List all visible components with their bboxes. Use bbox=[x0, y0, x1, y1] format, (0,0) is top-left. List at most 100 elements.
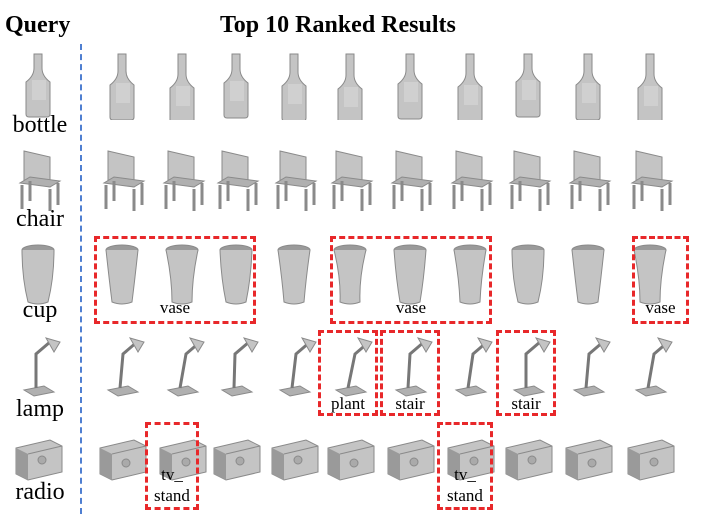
result-radio-shape bbox=[322, 420, 378, 490]
radio-icon bbox=[159, 439, 207, 481]
cup-icon bbox=[453, 244, 487, 305]
result-lamp-shape bbox=[322, 330, 378, 400]
radio-icon bbox=[15, 439, 63, 481]
cup-icon bbox=[333, 244, 367, 305]
chair-icon bbox=[508, 150, 552, 211]
result-chair-shape bbox=[94, 145, 150, 215]
radio-icon bbox=[213, 439, 261, 481]
radio-icon bbox=[271, 439, 319, 481]
bottle-icon bbox=[109, 53, 135, 120]
result-bottle-shape bbox=[322, 50, 378, 120]
result-lamp-shape bbox=[382, 330, 438, 400]
result-bottle-shape bbox=[94, 50, 150, 120]
mismatch-label: stair bbox=[511, 394, 541, 413]
query-chair-shape bbox=[10, 145, 66, 215]
chair-icon bbox=[568, 150, 612, 211]
chair-icon bbox=[274, 150, 318, 211]
result-cup-shape bbox=[94, 240, 150, 310]
lamp-icon bbox=[166, 337, 205, 397]
lamp-icon bbox=[22, 337, 61, 397]
result-radio-shape bbox=[266, 420, 322, 490]
bottle-icon bbox=[397, 53, 423, 120]
mismatch-box-stair: stair bbox=[496, 330, 556, 416]
result-lamp-shape bbox=[266, 330, 322, 400]
mismatch-label: vase bbox=[159, 298, 191, 317]
bottle-icon bbox=[515, 53, 541, 118]
result-bottle-shape bbox=[560, 50, 616, 120]
radio-icon bbox=[627, 439, 675, 481]
chair-icon bbox=[18, 150, 62, 211]
mismatch-label: tv_ bbox=[454, 465, 476, 484]
result-cup-shape bbox=[560, 240, 616, 310]
lamp-icon bbox=[278, 337, 317, 397]
row-label-chair: chair bbox=[16, 206, 64, 232]
lamp-icon bbox=[394, 337, 433, 397]
mismatch-label: plant bbox=[331, 394, 365, 413]
result-cup-shape bbox=[266, 240, 322, 310]
result-bottle-shape bbox=[442, 50, 498, 120]
result-lamp-shape bbox=[442, 330, 498, 400]
result-chair-shape bbox=[622, 145, 678, 215]
result-cup-shape bbox=[382, 240, 438, 310]
result-chair-shape bbox=[560, 145, 616, 215]
result-radio-shape bbox=[208, 420, 264, 490]
result-chair-shape bbox=[442, 145, 498, 215]
results-title: Top 10 Ranked Results bbox=[220, 12, 456, 38]
cup-icon bbox=[105, 244, 139, 305]
mismatch-box-plant: plant bbox=[318, 330, 378, 416]
chair-icon bbox=[450, 150, 494, 211]
row-label-radio: radio bbox=[15, 479, 65, 505]
mismatch-label: stand bbox=[447, 486, 483, 505]
result-radio-shape bbox=[442, 420, 498, 490]
bottle-icon bbox=[223, 53, 249, 119]
chair-icon bbox=[630, 150, 674, 211]
mismatch-box-vase: vase bbox=[330, 236, 492, 324]
lamp-icon bbox=[334, 337, 373, 397]
mismatch-box-tv-stand: tv_ stand bbox=[145, 422, 199, 510]
mismatch-box-stair: stair bbox=[380, 330, 440, 416]
result-radio-shape bbox=[154, 420, 210, 490]
radio-icon bbox=[327, 439, 375, 481]
result-cup-shape bbox=[208, 240, 264, 310]
lamp-icon bbox=[512, 337, 551, 397]
column-divider bbox=[80, 44, 82, 514]
result-cup-shape bbox=[442, 240, 498, 310]
bottle-icon bbox=[457, 53, 483, 120]
result-cup-shape bbox=[500, 240, 556, 310]
query-lamp-shape bbox=[10, 330, 66, 400]
cup-icon bbox=[21, 244, 55, 305]
cup-icon bbox=[219, 244, 253, 305]
query-column-title: Query bbox=[5, 12, 71, 38]
mismatch-box-tv-stand: tv_ stand bbox=[437, 422, 493, 510]
result-radio-shape bbox=[500, 420, 556, 490]
bottle-icon bbox=[281, 53, 307, 120]
radio-icon bbox=[505, 439, 553, 481]
lamp-icon bbox=[106, 337, 145, 397]
bottle-icon bbox=[637, 53, 663, 120]
chair-icon bbox=[390, 150, 434, 211]
lamp-icon bbox=[454, 337, 493, 397]
mismatch-label: stand bbox=[154, 486, 190, 505]
result-lamp-shape bbox=[208, 330, 264, 400]
result-chair-shape bbox=[500, 145, 556, 215]
query-radio-shape bbox=[10, 420, 66, 490]
result-cup-shape bbox=[622, 240, 678, 310]
mismatch-label: stair bbox=[395, 394, 425, 413]
lamp-icon bbox=[634, 337, 673, 397]
mismatch-label: vase bbox=[645, 298, 676, 317]
result-bottle-shape bbox=[266, 50, 322, 120]
bottle-icon bbox=[169, 53, 195, 120]
result-chair-shape bbox=[322, 145, 378, 215]
result-radio-shape bbox=[622, 420, 678, 490]
result-bottle-shape bbox=[622, 50, 678, 120]
result-cup-shape bbox=[154, 240, 210, 310]
result-lamp-shape bbox=[500, 330, 556, 400]
result-radio-shape bbox=[382, 420, 438, 490]
result-chair-shape bbox=[382, 145, 438, 215]
query-cup-shape bbox=[10, 240, 66, 310]
cup-icon bbox=[165, 244, 199, 305]
result-chair-shape bbox=[208, 145, 264, 215]
result-chair-shape bbox=[266, 145, 322, 215]
lamp-icon bbox=[220, 337, 259, 397]
query-bottle-shape bbox=[10, 50, 66, 120]
